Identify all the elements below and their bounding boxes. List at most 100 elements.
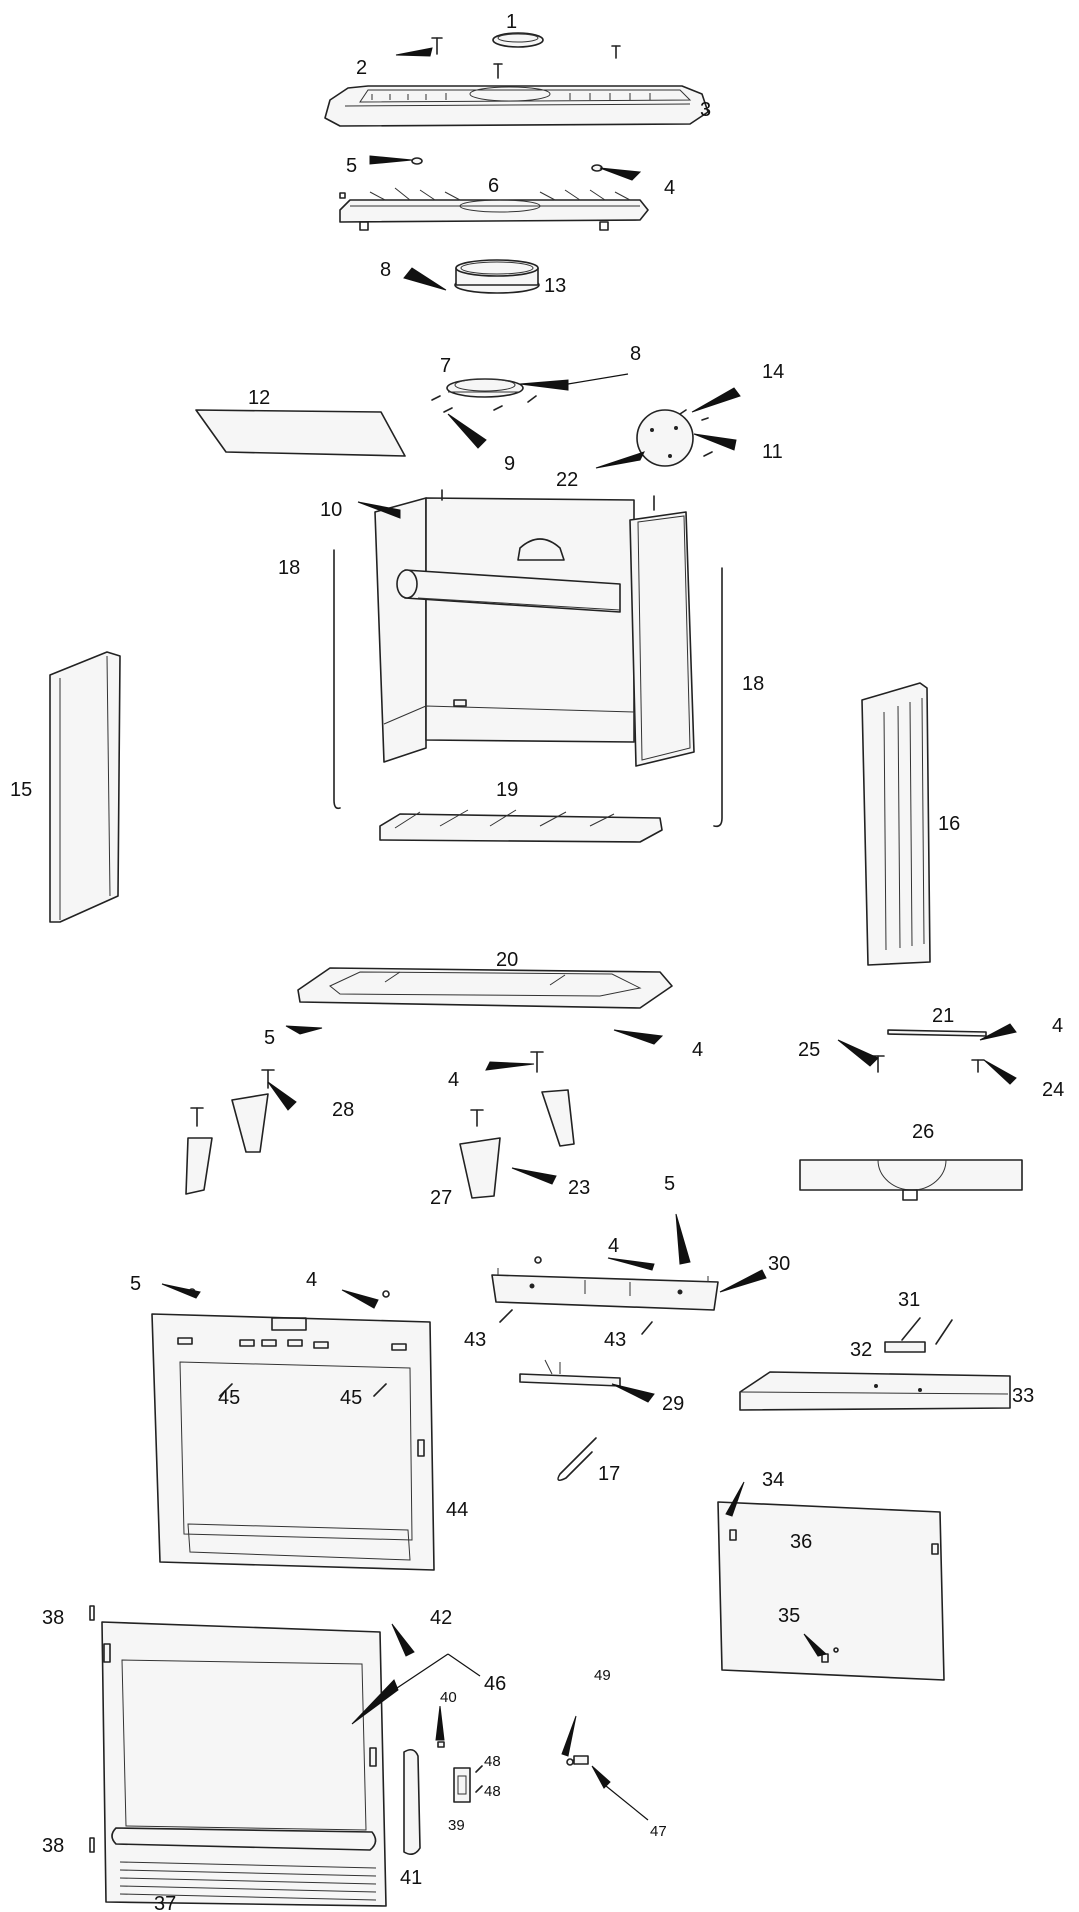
part-29-latch-bracket bbox=[519, 1359, 621, 1387]
callout-22: 22 bbox=[556, 469, 578, 491]
callout-35: 35 bbox=[778, 1605, 800, 1627]
callout-26: 26 bbox=[912, 1121, 934, 1143]
part-31-32-bar-and-pins bbox=[884, 1317, 953, 1353]
callout-32: 32 bbox=[850, 1339, 872, 1361]
callout-44: 44 bbox=[446, 1499, 468, 1521]
callout-45a: 45 bbox=[218, 1387, 240, 1409]
callout-labels: 1 2 3 5 4 6 8 13 7 8 14 12 9 11 22 10 18… bbox=[10, 11, 1064, 1912]
callout-8: 8 bbox=[380, 259, 391, 281]
part-37-outer-door bbox=[89, 1605, 387, 1907]
callout-45b: 45 bbox=[340, 1387, 362, 1409]
callout-29: 29 bbox=[662, 1393, 684, 1415]
callout-19: 19 bbox=[496, 779, 518, 801]
callout-27: 27 bbox=[430, 1187, 452, 1209]
part-18-rod-left bbox=[333, 549, 341, 810]
part-36-back-plate bbox=[717, 1501, 945, 1681]
callout-2: 2 bbox=[356, 57, 367, 79]
callout-12: 12 bbox=[248, 387, 270, 409]
callout-25: 25 bbox=[798, 1039, 820, 1061]
part-6-grate-frame bbox=[339, 187, 649, 231]
part-23-27-legs-center bbox=[459, 1051, 575, 1199]
callout-49: 49 bbox=[594, 1667, 611, 1684]
leaders bbox=[161, 47, 1017, 1789]
callout-4c: 4 bbox=[1052, 1015, 1063, 1037]
part-26-ash-pan-front bbox=[799, 1159, 1023, 1201]
part-39-catch bbox=[453, 1765, 483, 1803]
callout-39: 39 bbox=[448, 1817, 465, 1834]
part-12-panel bbox=[195, 409, 406, 457]
callout-28: 28 bbox=[332, 1099, 354, 1121]
callout-6: 6 bbox=[488, 175, 499, 197]
callout-38a: 38 bbox=[42, 1607, 64, 1629]
callout-34: 34 bbox=[762, 1469, 784, 1491]
part-11-round-cover bbox=[636, 409, 713, 467]
callout-16: 16 bbox=[938, 813, 960, 835]
callout-18a: 18 bbox=[278, 557, 300, 579]
callout-4b: 4 bbox=[692, 1039, 703, 1061]
part-5-nut-top bbox=[411, 157, 423, 165]
callout-13: 13 bbox=[544, 275, 566, 297]
callout-43b: 43 bbox=[604, 1329, 626, 1351]
callout-43a: 43 bbox=[464, 1329, 486, 1351]
part-28-legs-left bbox=[185, 1069, 275, 1195]
callout-5b: 5 bbox=[264, 1027, 275, 1049]
callout-21: 21 bbox=[932, 1005, 954, 1027]
callout-24: 24 bbox=[1042, 1079, 1064, 1101]
part-18-rod-right bbox=[713, 567, 723, 828]
callout-14: 14 bbox=[762, 361, 784, 383]
leader-lines bbox=[393, 373, 649, 1821]
part-9-pins bbox=[431, 395, 537, 413]
part-21-bracket-strip bbox=[887, 1029, 987, 1037]
callout-4d: 4 bbox=[448, 1069, 459, 1091]
part-7-baffle-plate bbox=[446, 378, 524, 398]
callout-48b: 48 bbox=[484, 1783, 501, 1800]
part-24-25-screws bbox=[871, 1055, 985, 1073]
part-2-screws bbox=[431, 37, 621, 79]
callout-37: 37 bbox=[154, 1893, 176, 1912]
callout-30: 30 bbox=[768, 1253, 790, 1275]
part-19-grate bbox=[379, 809, 663, 843]
callout-47: 47 bbox=[650, 1823, 667, 1840]
part-3-top-plate bbox=[324, 85, 709, 127]
callout-5d: 5 bbox=[130, 1273, 141, 1295]
part-43-pin-left bbox=[499, 1309, 513, 1323]
callout-48a: 48 bbox=[484, 1753, 501, 1770]
callout-5: 5 bbox=[346, 155, 357, 177]
callout-4f: 4 bbox=[306, 1269, 317, 1291]
callout-40: 40 bbox=[440, 1689, 457, 1706]
callout-8b: 8 bbox=[630, 343, 641, 365]
part-10-firebox-body bbox=[374, 489, 695, 767]
callout-42: 42 bbox=[430, 1607, 452, 1629]
part-17-hook bbox=[557, 1437, 597, 1482]
callout-3: 3 bbox=[700, 99, 711, 121]
part-16-right-side-panel bbox=[861, 682, 931, 966]
callout-7: 7 bbox=[440, 355, 451, 377]
callout-36: 36 bbox=[790, 1531, 812, 1553]
callout-1: 1 bbox=[506, 11, 517, 33]
callout-11: 11 bbox=[762, 441, 783, 463]
part-13-flue-collar bbox=[454, 259, 540, 294]
part-33-ash-tray bbox=[739, 1371, 1011, 1411]
part-43-pin-right bbox=[641, 1321, 653, 1335]
part-30-bracket bbox=[491, 1256, 719, 1311]
callout-15: 15 bbox=[10, 779, 32, 801]
part-47-49-latch bbox=[566, 1755, 589, 1766]
part-40-pin bbox=[437, 1741, 445, 1748]
callout-18b: 18 bbox=[742, 673, 764, 695]
part-41-door-handle bbox=[403, 1748, 421, 1856]
part-1-lid-ring bbox=[492, 32, 544, 48]
callout-4: 4 bbox=[664, 177, 675, 199]
callout-31: 31 bbox=[898, 1289, 920, 1311]
part-15-left-side-panel bbox=[49, 651, 121, 923]
callout-46: 46 bbox=[484, 1673, 506, 1695]
part-20-base-frame bbox=[297, 967, 673, 1009]
part-44-door-frame bbox=[151, 1288, 435, 1571]
callout-5c: 5 bbox=[664, 1173, 675, 1195]
callout-9: 9 bbox=[504, 453, 515, 475]
callout-20: 20 bbox=[496, 949, 518, 971]
callout-33: 33 bbox=[1012, 1385, 1034, 1407]
callout-23: 23 bbox=[568, 1177, 590, 1199]
callout-38b: 38 bbox=[42, 1835, 64, 1857]
callout-17: 17 bbox=[598, 1463, 620, 1485]
